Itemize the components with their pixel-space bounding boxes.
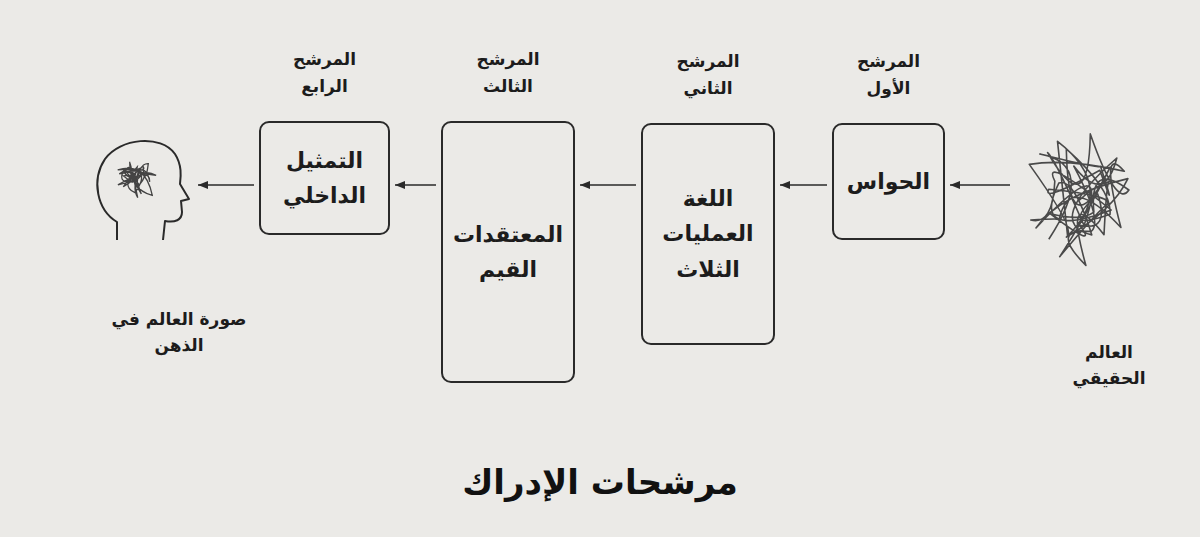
filter-box: المرشح الأولالحواس <box>832 123 945 240</box>
filter-label: التمثيل الداخلي <box>261 143 388 213</box>
filter-label: المعتقدات القيم <box>443 217 573 287</box>
arrow-connector <box>780 184 827 186</box>
head-illustration <box>85 132 193 242</box>
arrow-connector <box>395 184 436 186</box>
arrow-connector <box>580 184 636 186</box>
node-caption: صورة العالم في الذهن <box>99 306 259 359</box>
node-caption: العالم الحقيقي <box>1064 339 1154 392</box>
filter-box: المرشح الرابعالتمثيل الداخلي <box>259 121 390 235</box>
mind-image-node: صورة العالم في الذهن <box>85 132 193 242</box>
diagram-title: مرشحات الإدراك <box>0 462 1200 502</box>
filter-label: الحواس <box>841 164 936 199</box>
filter-heading: المرشح الثالث <box>476 46 539 99</box>
filter-label: اللغة العمليات الثلاث <box>643 181 773 287</box>
filter-heading: المرشح الرابع <box>293 46 356 99</box>
filter-heading: المرشح الثاني <box>676 48 739 101</box>
filter-heading: المرشح الأول <box>857 48 920 101</box>
arrow-connector <box>198 184 254 186</box>
arrow-connector <box>950 184 1010 186</box>
tangled-world-illustration <box>1015 128 1143 273</box>
filter-box: المرشح الثانياللغة العمليات الثلاث <box>641 123 775 345</box>
filter-box: المرشح الثالثالمعتقدات القيم <box>441 121 575 383</box>
real-world-node: العالم الحقيقي <box>1015 128 1143 273</box>
